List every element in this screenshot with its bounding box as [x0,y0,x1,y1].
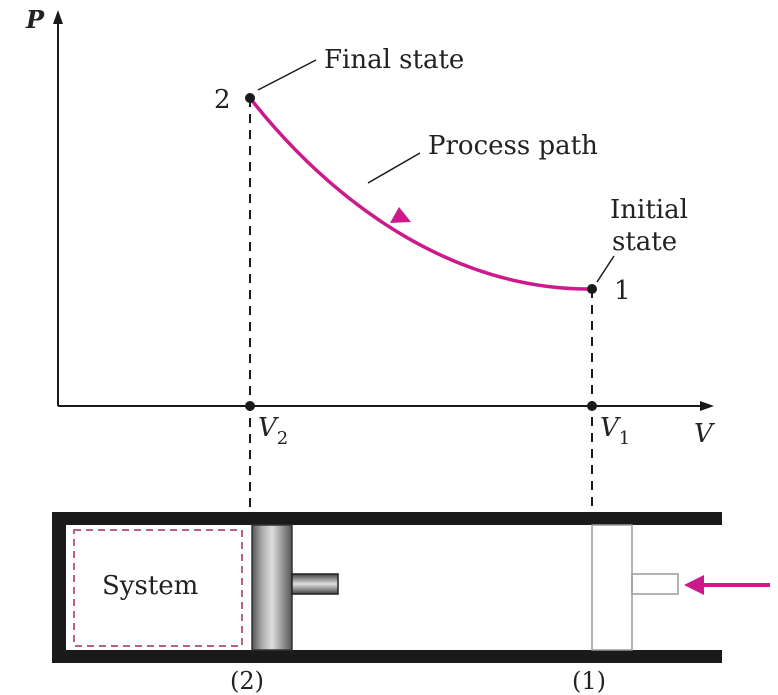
p-axis-label: P [25,5,45,34]
pv-plot: P V 2 Final state Process path Initial s… [25,5,715,512]
piston-rod-initial-outline [631,573,679,595]
state-2-point [245,93,255,103]
v-axis-arrowhead [700,401,714,411]
state-1-point [587,284,597,294]
compression-arrow-head [684,575,704,595]
piston-cylinder-device: System (2) (1) [52,512,770,695]
process-direction-arrow [390,207,411,223]
v2-axis-point [245,401,255,411]
piston-initial-outline [591,524,633,651]
process-path-curve [248,96,593,291]
v1-label: V1 [600,413,630,449]
piston-final [251,524,293,651]
initial-state-label-line1: Initial [610,195,688,225]
v1-axis-point [587,401,597,411]
cylinder-end-wall [52,512,66,663]
v1-label-subscript: 1 [619,428,630,449]
v1-label-main: V [600,413,621,443]
final-state-leader [257,59,317,91]
v2-label: V2 [258,413,288,449]
process-path-leader [367,152,421,184]
v-axis-label: V [694,419,715,449]
cylinder-top-wall [52,512,722,525]
position-2-label: (2) [230,667,264,695]
initial-state-leader [596,255,615,283]
state-2-number: 2 [214,85,231,115]
final-state-label: Final state [324,45,464,75]
system-label: System [102,571,198,601]
system-boundary [73,529,243,647]
state-1-number: 1 [614,276,631,306]
v2-label-subscript: 2 [277,428,288,449]
cylinder-bottom-wall [52,650,722,663]
piston-rod-final [291,573,339,595]
p-axis-arrowhead [53,10,63,24]
v2-label-main: V [258,413,279,443]
initial-state-label-line2: state [612,227,677,257]
position-1-label: (1) [572,667,606,695]
process-path-label: Process path [428,131,598,161]
